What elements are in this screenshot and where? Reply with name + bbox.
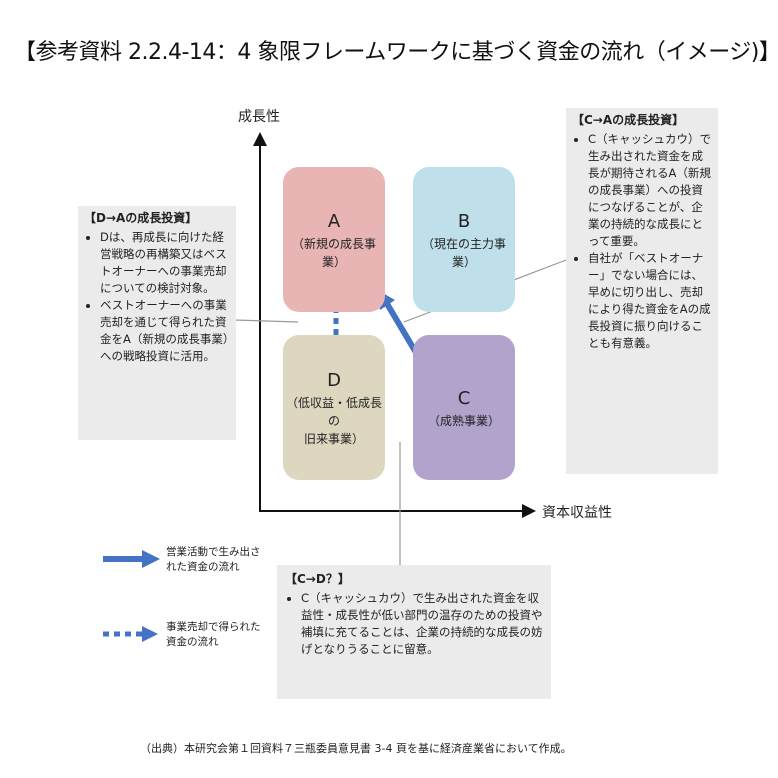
callout-c-to-a-item: 自社が「ベストオーナー」でない場合には、早めに切り出し、売却により得た資金をAの… — [588, 250, 712, 352]
callout-c-to-a-list: C（キャッシュカウ）で生み出された資金を成長が期待されるA（新規の成長事業）への… — [572, 131, 712, 352]
quadrant-a-label: （新規の成長事業） — [291, 236, 376, 269]
callout-d-to-a-item: ベストオーナーへの事業売却を通じて得られた資金をA（新規の成長事業）への戦略投資… — [100, 297, 230, 365]
quadrant-d: D （低収益・低成長の 旧来事業） — [283, 335, 385, 480]
callout-c-to-a: 【C→Aの成長投資】 C（キャッシュカウ）で生み出された資金を成長が期待されるA… — [566, 108, 718, 474]
quadrant-a-letter: A — [327, 210, 341, 232]
source-footnote: （出典）本研究会第１回資料７三瓶委員意見書 3-4 頁を基に経済産業省において作… — [140, 742, 572, 755]
x-axis-arrowhead — [522, 504, 536, 518]
quadrant-b: B （現在の主力事業） — [413, 167, 515, 312]
solid-arrow-c-to-a — [383, 300, 421, 358]
legend-dashed-label-line1: 事業売却で得られた — [166, 621, 261, 633]
quadrant-b-letter: B — [457, 210, 471, 232]
legend-dashed-arrow-head — [142, 626, 158, 642]
callout-d-to-a-list: Dは、再成長に向けた経営戦略の再構築又はベストオーナーへの事業売却についての検討… — [84, 229, 230, 365]
quadrant-c-letter: C — [457, 387, 471, 409]
callout-d-to-a-heading: 【D→Aの成長投資】 — [84, 211, 198, 225]
callout-c-to-a-heading: 【C→Aの成長投資】 — [572, 113, 685, 127]
x-axis-label: 資本収益性 — [542, 505, 612, 521]
callout-c-to-d-heading: 【C→D？】 — [285, 572, 350, 586]
quadrant-d-label-line2: 旧来事業） — [303, 431, 364, 446]
page-title: 【参考資料 2.2.4-14：4 象限フレームワークに基づく資金の流れ（イメージ… — [14, 40, 778, 65]
quadrant-a: A （新規の成長事業） — [283, 167, 385, 312]
quadrant-c: C （成熟事業） — [413, 335, 515, 480]
quadrant-d-label-line1: （低収益・低成長の — [285, 395, 382, 428]
callout-c-to-a-item: C（キャッシュカウ）で生み出された資金を成長が期待されるA（新規の成長事業）への… — [588, 131, 712, 250]
callout-c-to-d-item: C（キャッシュカウ）で生み出された資金を収益性・成長性が低い部門の温存のための投… — [301, 590, 543, 658]
callout-d-to-a-item: Dは、再成長に向けた経営戦略の再構築又はベストオーナーへの事業売却についての検討… — [100, 229, 230, 297]
legend-solid-label-line2: れた資金の流れ — [166, 561, 240, 573]
quadrant-c-label: （成熟事業） — [427, 413, 500, 428]
legend-solid-label-line1: 営業活動で生み出さ — [166, 546, 261, 558]
y-axis-label: 成長性 — [238, 109, 280, 125]
callout-c-to-d: 【C→D？】 C（キャッシュカウ）で生み出された資金を収益性・成長性が低い部門の… — [277, 565, 551, 699]
quadrant-d-letter: D — [327, 369, 341, 391]
legend-dashed-label: 事業売却で得られた 資金の流れ — [166, 620, 261, 650]
y-axis-arrowhead — [253, 132, 267, 146]
callout-d-to-a: 【D→Aの成長投資】 Dは、再成長に向けた経営戦略の再構築又はベストオーナーへの… — [78, 206, 236, 440]
quadrant-b-label: （現在の主力事業） — [421, 236, 506, 269]
legend-solid-label: 営業活動で生み出さ れた資金の流れ — [166, 545, 261, 575]
callout-c-to-d-list: C（キャッシュカウ）で生み出された資金を収益性・成長性が低い部門の温存のための投… — [285, 590, 543, 658]
leader-line-d-to-a — [233, 319, 299, 323]
legend-dashed-label-line2: 資金の流れ — [166, 636, 219, 648]
legend-solid-arrow-head — [142, 550, 160, 568]
